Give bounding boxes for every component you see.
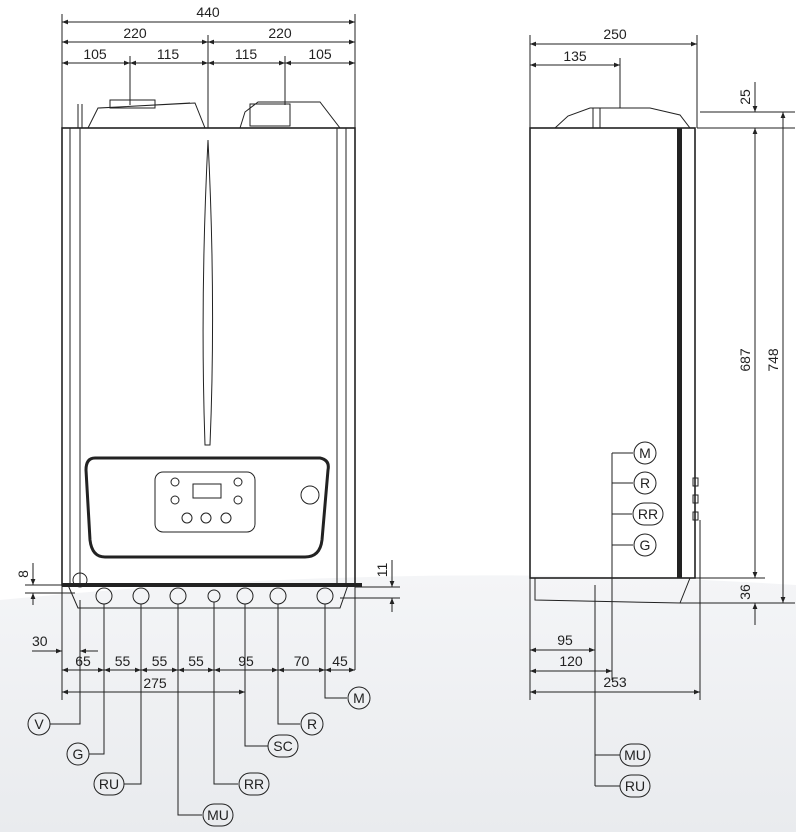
background-band xyxy=(0,575,796,832)
dim-115-right: 115 xyxy=(235,46,258,62)
side-view: 250 135 25 687 748 36 95 120 253 MRRRGMU… xyxy=(529,26,795,798)
dim-135: 135 xyxy=(563,48,587,64)
connection-sc-label: SC xyxy=(273,738,292,754)
front-view: 440 220 220 105 115 115 105 8 11 xyxy=(15,4,400,827)
connection-g-bubble xyxy=(633,533,657,557)
dim-segment-55: 55 xyxy=(188,653,204,669)
dim-segment-95: 95 xyxy=(238,653,254,669)
dim-segment-55: 55 xyxy=(115,653,131,669)
dim-11: 11 xyxy=(374,563,390,578)
control-panel xyxy=(84,456,330,559)
connection-mu-label: MU xyxy=(207,807,229,823)
dim-275: 275 xyxy=(143,675,167,691)
dim-105-left: 105 xyxy=(83,46,107,62)
dim-115-left: 115 xyxy=(157,46,180,62)
dim-segment-65: 65 xyxy=(75,653,91,669)
dim-748: 748 xyxy=(765,348,781,372)
connection-m-bubble xyxy=(347,686,371,710)
connection-mu-label: MU xyxy=(624,747,646,763)
dim-36: 36 xyxy=(737,584,753,600)
connection-g-bubble xyxy=(66,742,90,766)
dim-687: 687 xyxy=(737,348,753,372)
connection-g-label: G xyxy=(640,537,651,553)
dim-253: 253 xyxy=(603,674,627,690)
connection-ru-label: RU xyxy=(99,776,119,792)
dim-segment-70: 70 xyxy=(294,653,310,669)
connection-v-bubble xyxy=(27,712,51,736)
connection-r-label: R xyxy=(640,475,650,491)
connection-sc-bubble xyxy=(267,734,299,758)
dim-95: 95 xyxy=(557,632,573,648)
connection-mu-bubble xyxy=(619,743,651,767)
connection-ru-bubble xyxy=(619,774,651,798)
connection-v-label: V xyxy=(34,716,44,732)
connection-r-bubble xyxy=(633,471,657,495)
dim-120: 120 xyxy=(559,653,583,669)
dim-105-right: 105 xyxy=(308,46,332,62)
connection-rr-label: RR xyxy=(244,776,264,792)
connection-rr-bubble xyxy=(238,772,270,796)
connection-m-label: M xyxy=(639,445,651,461)
dim-30: 30 xyxy=(32,633,48,649)
connection-g-label: G xyxy=(73,746,84,762)
dim-segment-55: 55 xyxy=(152,653,168,669)
dim-220-left: 220 xyxy=(123,25,147,41)
connection-m-bubble xyxy=(633,441,657,465)
connection-r-label: R xyxy=(307,716,317,732)
connection-mu-bubble xyxy=(202,803,234,827)
connection-rr-label: RR xyxy=(638,506,658,522)
connection-r-bubble xyxy=(300,712,324,736)
dim-25: 25 xyxy=(737,89,753,105)
dim-8: 8 xyxy=(15,570,31,578)
dim-440: 440 xyxy=(196,4,220,20)
connection-ru-label: RU xyxy=(625,778,645,794)
connection-rr-bubble xyxy=(632,502,664,526)
main-knob xyxy=(300,485,320,505)
dim-220-right: 220 xyxy=(268,25,292,41)
connection-ru-bubble xyxy=(93,772,125,796)
dim-250: 250 xyxy=(603,26,627,42)
connection-m-label: M xyxy=(353,690,365,706)
dim-segment-45: 45 xyxy=(332,653,348,669)
